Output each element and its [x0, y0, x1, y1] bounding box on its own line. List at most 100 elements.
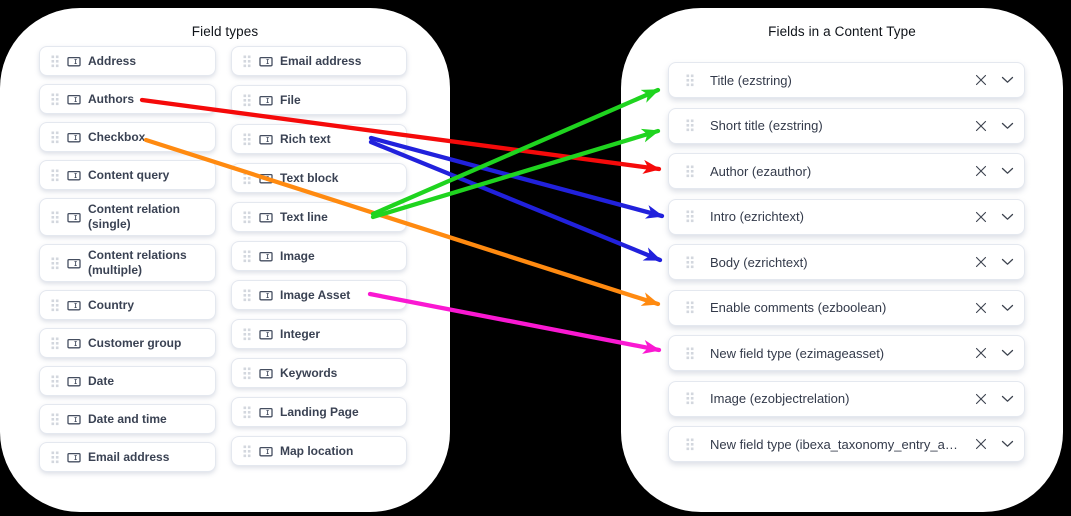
drag-handle-icon[interactable]	[686, 74, 694, 87]
drag-handle-icon[interactable]	[51, 337, 59, 350]
chevron-down-icon[interactable]	[1001, 213, 1014, 221]
field-input-icon	[67, 414, 81, 424]
content-field-item[interactable]: Short title (ezstring)	[668, 107, 1025, 144]
field-type-item[interactable]: Image Asset	[231, 280, 407, 310]
content-field-label: New field type (ezimageasset)	[710, 345, 885, 361]
drag-handle-icon[interactable]	[51, 375, 59, 388]
chevron-down-icon[interactable]	[1001, 440, 1014, 448]
field-type-label: Landing Page	[280, 404, 359, 419]
drag-handle-icon[interactable]	[243, 250, 251, 263]
drag-handle-icon[interactable]	[686, 165, 694, 178]
field-input-icon	[67, 258, 81, 268]
field-type-item[interactable]: File	[231, 85, 407, 115]
content-field-label: Body (ezrichtext)	[710, 254, 808, 270]
field-type-label: Email address	[280, 53, 362, 68]
field-type-item[interactable]: Date	[39, 366, 216, 396]
drag-handle-icon[interactable]	[51, 413, 59, 426]
drag-handle-icon[interactable]	[686, 347, 694, 360]
drag-handle-icon[interactable]	[51, 211, 59, 224]
content-field-item[interactable]: New field type (ibexa_taxonomy_entry_ass…	[668, 426, 1025, 462]
chevron-down-icon[interactable]	[1001, 349, 1014, 357]
field-type-item[interactable]: Country	[39, 290, 216, 320]
field-type-item[interactable]: Date and time	[39, 404, 216, 434]
content-field-item[interactable]: Author (ezauthor)	[668, 153, 1025, 189]
drag-handle-icon[interactable]	[243, 328, 251, 341]
remove-field-button[interactable]	[974, 437, 988, 451]
field-type-item[interactable]: Rich text	[231, 124, 407, 154]
remove-field-button[interactable]	[974, 255, 988, 269]
content-field-actions	[974, 164, 1014, 178]
field-type-item[interactable]: Map location	[231, 436, 407, 466]
chevron-down-icon[interactable]	[1001, 122, 1014, 130]
chevron-down-icon[interactable]	[1001, 395, 1014, 403]
drag-handle-icon[interactable]	[686, 210, 694, 223]
drag-handle-icon[interactable]	[51, 299, 59, 312]
field-input-icon	[259, 329, 273, 339]
content-field-item[interactable]: Body (ezrichtext)	[668, 244, 1025, 280]
drag-handle-icon[interactable]	[686, 438, 694, 451]
field-type-label: Authors	[88, 91, 134, 106]
field-type-item[interactable]: Customer group	[39, 328, 216, 358]
remove-field-button[interactable]	[974, 301, 988, 315]
field-type-item[interactable]: Email address	[39, 442, 216, 472]
drag-handle-icon[interactable]	[243, 211, 251, 224]
remove-field-button[interactable]	[974, 119, 988, 133]
field-type-item[interactable]: Image	[231, 241, 407, 271]
drag-handle-icon[interactable]	[51, 451, 59, 464]
chevron-down-icon[interactable]	[1001, 76, 1014, 84]
field-type-label: Rich text	[280, 131, 331, 146]
remove-field-button[interactable]	[974, 73, 988, 87]
drag-handle-icon[interactable]	[243, 406, 251, 419]
drag-handle-icon[interactable]	[243, 445, 251, 458]
drag-handle-icon[interactable]	[243, 94, 251, 107]
drag-handle-icon[interactable]	[51, 169, 59, 182]
content-field-item[interactable]: Image (ezobjectrelation)	[668, 380, 1025, 417]
field-input-icon	[67, 56, 81, 66]
remove-field-button[interactable]	[974, 164, 988, 178]
content-field-item[interactable]: Title (ezstring)	[668, 62, 1025, 98]
field-type-item[interactable]: Content relations (multiple)	[39, 244, 216, 282]
field-type-label: Date and time	[88, 411, 167, 426]
field-types-title: Field types	[191, 24, 259, 39]
chevron-down-icon[interactable]	[1001, 167, 1014, 175]
drag-handle-icon[interactable]	[243, 55, 251, 68]
field-type-item[interactable]: Text line	[231, 202, 407, 232]
drag-handle-icon[interactable]	[243, 367, 251, 380]
field-type-item[interactable]: Address	[39, 46, 216, 76]
field-input-icon	[67, 300, 81, 310]
field-type-item[interactable]: Content relation (single)	[39, 198, 216, 236]
field-type-item[interactable]: Email address	[231, 46, 407, 76]
content-field-label: Title (ezstring)	[710, 72, 792, 88]
field-input-icon	[259, 212, 273, 222]
drag-handle-icon[interactable]	[51, 257, 59, 270]
chevron-down-icon[interactable]	[1001, 258, 1014, 266]
field-type-item[interactable]: Content query	[39, 160, 216, 190]
field-type-item[interactable]: Authors	[39, 84, 216, 114]
field-type-item[interactable]: Text block	[231, 163, 407, 193]
remove-field-button[interactable]	[974, 346, 988, 360]
field-type-item[interactable]: Integer	[231, 319, 407, 349]
field-types-list: Address Authors Checkbox Content query C…	[39, 46, 407, 472]
drag-handle-icon[interactable]	[51, 55, 59, 68]
field-type-item[interactable]: Landing Page	[231, 397, 407, 427]
field-type-item[interactable]: Checkbox	[39, 122, 216, 152]
content-field-item[interactable]: Enable comments (ezboolean)	[668, 289, 1025, 326]
remove-field-button[interactable]	[974, 392, 988, 406]
content-field-item[interactable]: Intro (ezrichtext)	[668, 198, 1025, 235]
field-type-label: Content query	[88, 167, 170, 182]
field-input-icon	[67, 376, 81, 386]
drag-handle-icon[interactable]	[243, 289, 251, 302]
content-field-item[interactable]: New field type (ezimageasset)	[668, 335, 1025, 371]
drag-handle-icon[interactable]	[686, 392, 694, 405]
field-type-item[interactable]: Keywords	[231, 358, 407, 388]
drag-handle-icon[interactable]	[686, 256, 694, 269]
remove-field-button[interactable]	[974, 210, 988, 224]
drag-handle-icon[interactable]	[686, 119, 694, 132]
drag-handle-icon[interactable]	[243, 133, 251, 146]
drag-handle-icon[interactable]	[686, 301, 694, 314]
chevron-down-icon[interactable]	[1001, 304, 1014, 312]
drag-handle-icon[interactable]	[243, 172, 251, 185]
drag-handle-icon[interactable]	[51, 93, 59, 106]
content-field-label: Short title (ezstring)	[710, 118, 823, 133]
drag-handle-icon[interactable]	[51, 131, 59, 144]
